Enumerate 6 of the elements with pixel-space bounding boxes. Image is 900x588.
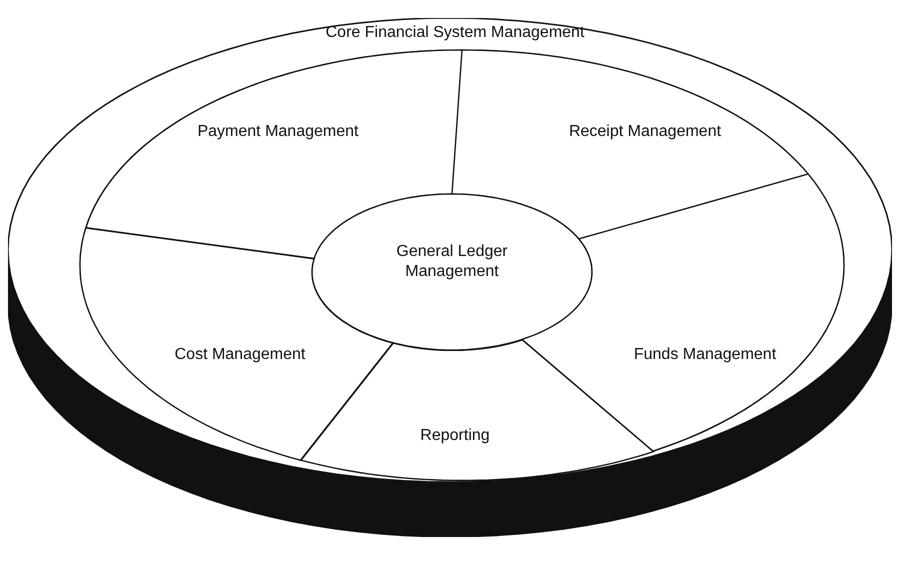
- segment-label: Cost Management: [174, 344, 306, 365]
- segment-label: General Ledger Management: [395, 242, 509, 282]
- segment-label: Reporting: [419, 426, 491, 446]
- segment-label: Funds Management: [632, 344, 778, 365]
- segment-label: Payment Management: [196, 122, 360, 142]
- segment-label: Receipt Management: [568, 122, 722, 142]
